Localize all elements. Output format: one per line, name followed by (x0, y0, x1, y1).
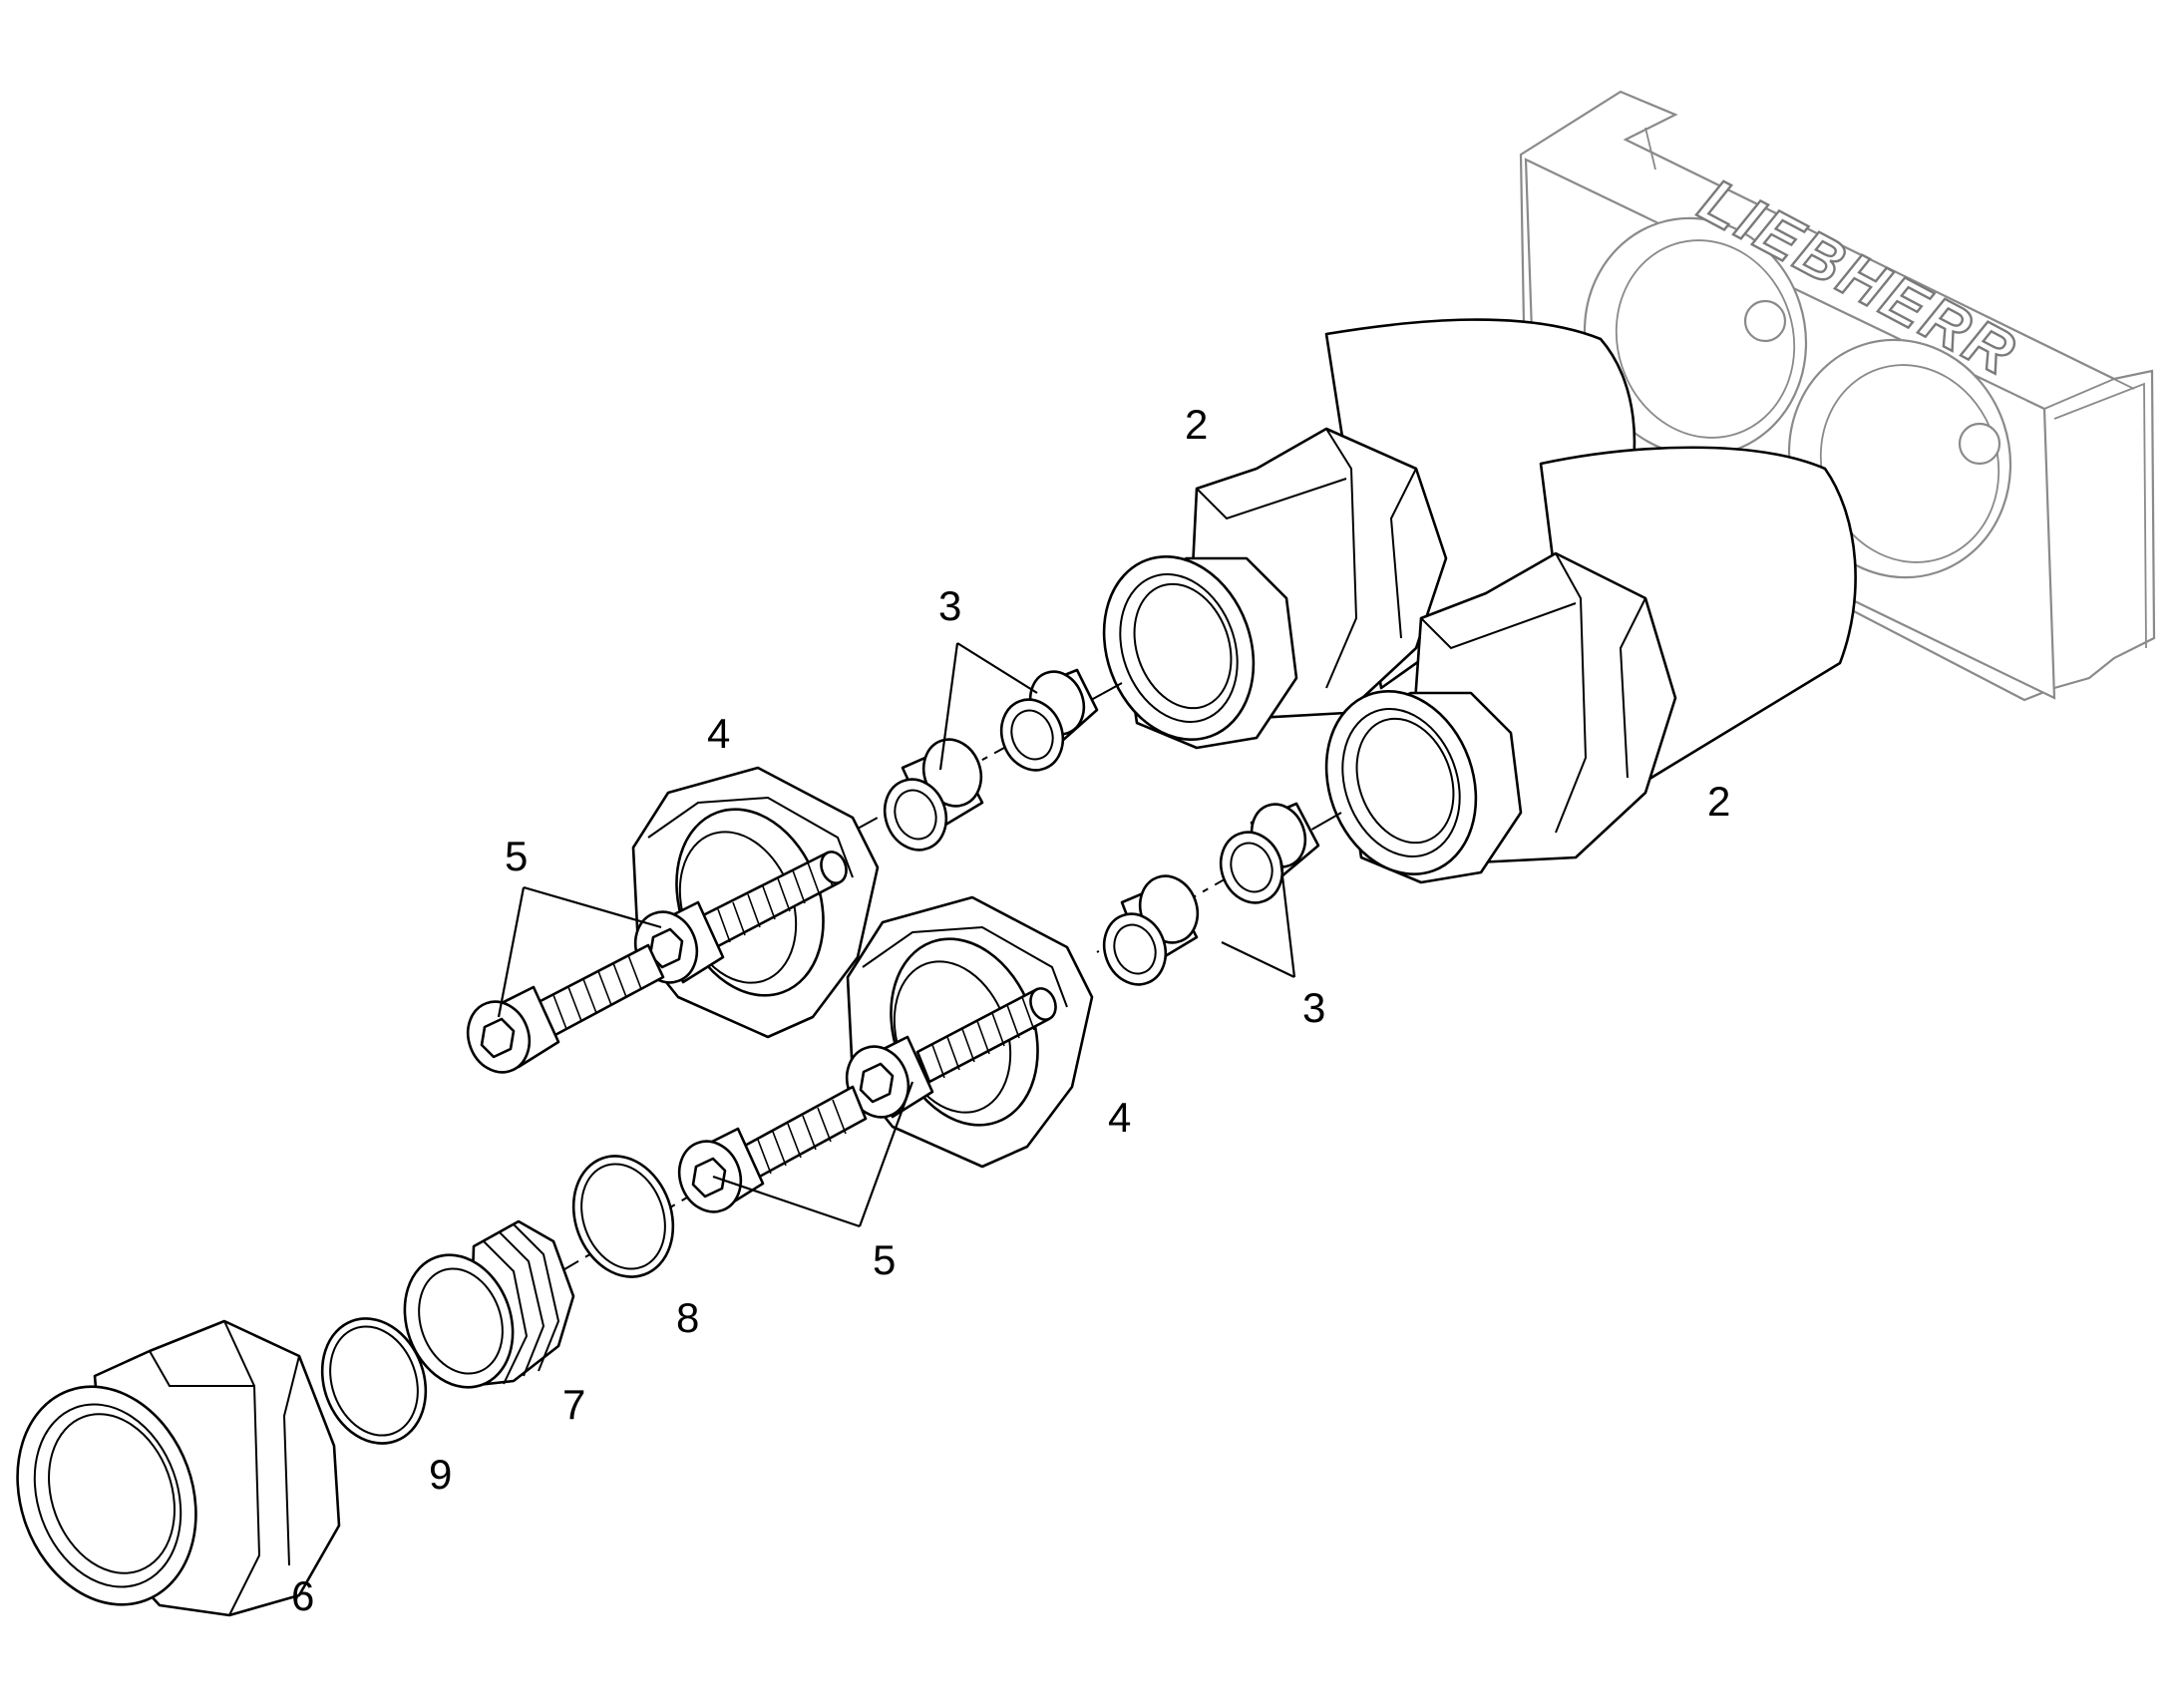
hex-socket-icon (480, 1017, 516, 1059)
callout-labels: 2 2 3 3 4 4 5 5 6 7 8 9 (291, 401, 1730, 1619)
part-5-upper-bolt-b (466, 943, 665, 1074)
part-7-fitting (403, 1219, 575, 1389)
part-2-lower (1324, 446, 1857, 884)
housing-bolt-hole-icon (1958, 422, 2001, 466)
part-5-lower-bolt-a (845, 987, 1057, 1119)
label-8: 8 (676, 1294, 699, 1341)
label-5-upper: 5 (505, 833, 528, 879)
part-3-upper-bushing-a (999, 668, 1099, 772)
label-2-lower: 2 (1707, 778, 1730, 825)
label-9: 9 (429, 1451, 452, 1498)
leader-lines (497, 642, 1296, 1228)
label-3-upper: 3 (938, 582, 961, 629)
axis-line-lower (348, 812, 1342, 1397)
label-2-upper: 2 (1185, 401, 1208, 448)
part-3-upper-bushing-b (883, 738, 984, 852)
part-8-o-ring (571, 1155, 675, 1278)
label-3-lower: 3 (1302, 984, 1325, 1031)
part-3-lower-bushing-b (1102, 874, 1200, 986)
hex-socket-icon (859, 1062, 895, 1104)
part-6-hex-nut (16, 1319, 341, 1617)
label-5-lower: 5 (873, 1236, 896, 1283)
part-3-lower-bushing-a (1219, 802, 1320, 904)
label-4-lower: 4 (1108, 1094, 1131, 1141)
hex-socket-icon (691, 1157, 727, 1198)
part-2-upper (1102, 318, 1636, 750)
label-4-upper: 4 (707, 710, 730, 757)
part-5-lower-bolt-b (677, 1085, 868, 1213)
label-7: 7 (562, 1381, 585, 1428)
part-9-o-ring (320, 1317, 428, 1445)
label-6: 6 (291, 1572, 314, 1619)
housing-bolt-hole-icon (1743, 299, 1787, 343)
